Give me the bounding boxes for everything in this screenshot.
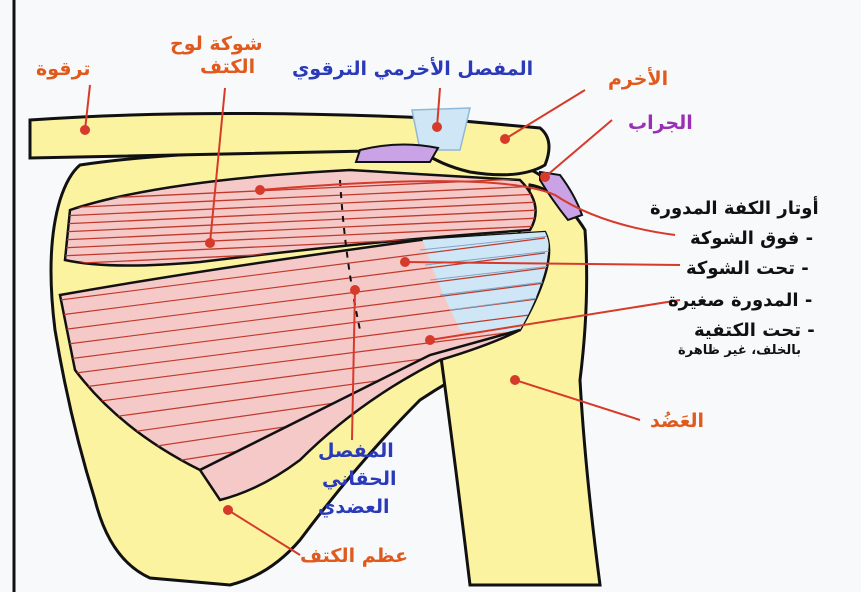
label-supraspinatus: - فوق الشوكة	[690, 228, 813, 249]
label-clavicle: ترقوة	[36, 58, 91, 80]
label-ac-joint: المفصل الأخرمي الترقوي	[292, 58, 533, 80]
label-infraspinatus: - تحت الشوكة	[686, 258, 809, 279]
label-scapula: عظم الكتف	[300, 545, 408, 567]
label-humerus: العَضُد	[650, 410, 704, 432]
label-subscapularis-note: بالخلف، غير ظاهرة	[678, 343, 801, 358]
label-rotator-cuff-title: أوتار الكفة المدورة	[650, 198, 819, 219]
label-bursa: الجراب	[628, 112, 693, 134]
label-gh-joint-line1: المفصل	[318, 440, 394, 462]
label-teres-minor: - المدورة صغيرة	[668, 290, 812, 311]
label-scapula-spine-line2: الكتف	[200, 56, 255, 78]
label-gh-joint-line3: العضدي	[318, 496, 389, 518]
label-scapula-spine-line1: شوكة لوح	[170, 33, 263, 55]
label-subscapularis: - تحت الكتفية	[694, 320, 815, 341]
label-acromion: الأخرم	[608, 68, 668, 90]
label-gh-joint-line2: الحقاني	[322, 468, 397, 490]
